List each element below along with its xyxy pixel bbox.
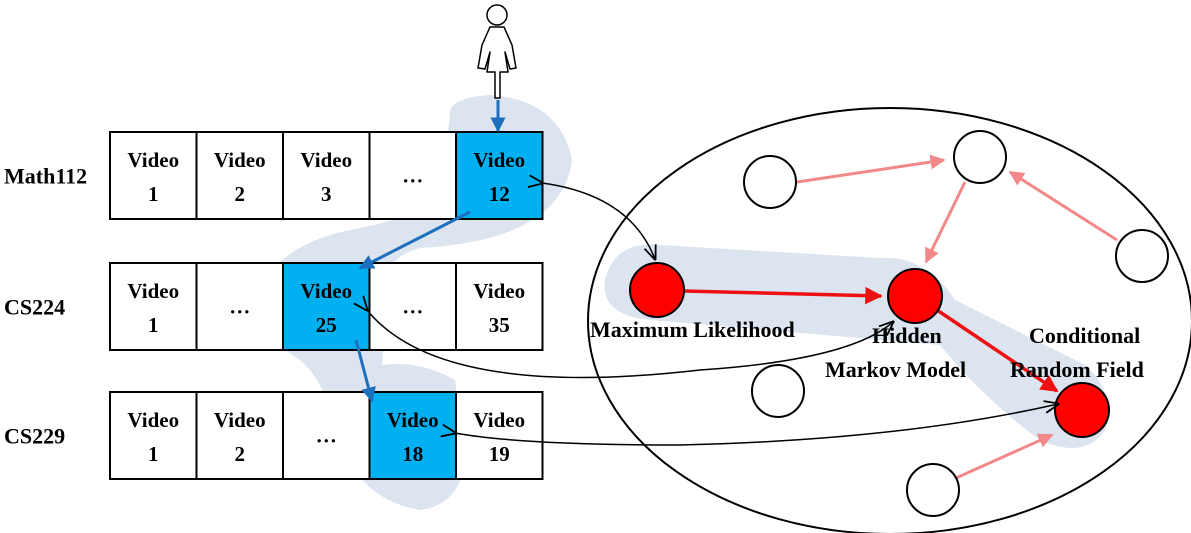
video-cell-number: 1 <box>148 313 159 337</box>
course-label: CS224 <box>4 295 65 320</box>
video-cell-title: Video <box>214 148 266 172</box>
video-cell-title: Video <box>473 408 525 432</box>
video-cell-number: 19 <box>489 442 510 466</box>
concept-edge <box>796 154 946 184</box>
concept-path-shadow <box>604 244 1109 448</box>
video-cell-title: Video <box>214 408 266 432</box>
video-cell-number: 18 <box>402 442 423 466</box>
video-cell-number: 1 <box>148 442 159 466</box>
concept-label-maximum-likelihood: Maximum Likelihood <box>590 317 795 342</box>
video-cell-number: 2 <box>235 182 246 206</box>
ellipsis-label: … <box>229 295 250 319</box>
concept-node-conditional-random-field <box>1054 382 1110 438</box>
video-cell-title: Video <box>300 279 352 303</box>
video-cell <box>368 131 457 220</box>
link-cs224-video25-to-hmm <box>367 310 893 379</box>
concept-label-crf-line2: Random Field <box>1010 357 1144 382</box>
video-cell-number: 1 <box>148 182 159 206</box>
video-cell-title: Video <box>127 279 179 303</box>
video-cell-number: 12 <box>489 182 510 206</box>
link-cs229-video18-to-crf <box>455 404 1058 446</box>
path-arrow-math112-cs224 <box>358 210 471 270</box>
concept-edge <box>955 433 1054 480</box>
course-label: Math112 <box>4 164 87 189</box>
concept-edge-active <box>936 308 1059 393</box>
concept-node <box>953 130 1007 184</box>
course-row-math112: Math112 Video 1 Video 2 Video 3 … Video 12 <box>4 131 544 220</box>
video-cell-number: 2 <box>235 442 246 466</box>
course-label: CS229 <box>4 424 65 449</box>
concept-node <box>743 155 797 209</box>
course-row-cs229: CS229 Video 1 Video 2 … Video 18 Video 19 <box>4 391 544 480</box>
video-cell-number: 3 <box>321 182 332 206</box>
link-math112-video12-to-ml <box>542 183 655 259</box>
concept-node <box>1115 229 1169 283</box>
concept-node-hidden-markov-model <box>887 268 943 324</box>
video-cell-title: Video <box>387 408 439 432</box>
video-cell-number: 35 <box>489 313 510 337</box>
concept-node <box>906 463 960 517</box>
video-cell <box>282 391 371 480</box>
course-playlists: Math112Video1Video2Video3…Video12CS224Vi… <box>4 131 544 480</box>
concept-edge-active <box>683 286 883 305</box>
video-cell <box>195 262 284 351</box>
concept-label-crf-line1: Conditional <box>1029 323 1140 348</box>
video-cell <box>109 262 198 351</box>
ellipsis-label: … <box>402 295 423 319</box>
ellipsis-label: … <box>402 164 423 188</box>
concept-edge <box>1008 170 1118 242</box>
course-row-cs224: CS224 Video 1 … Video 25 … Video 35 <box>4 262 544 351</box>
video-cell-title: Video <box>300 148 352 172</box>
video-cell-title: Video <box>127 408 179 432</box>
video-cell <box>109 131 198 220</box>
path-arrow-cs224-cs229 <box>354 339 376 403</box>
video-cell-title: Video <box>473 148 525 172</box>
video-cell-title: Video <box>127 148 179 172</box>
ellipsis-label: … <box>316 424 337 448</box>
video-cell <box>195 391 284 480</box>
concept-label-hmm-line2: Markov Model <box>825 357 966 382</box>
concept-label-hmm-line1: Hidden <box>872 323 942 348</box>
person-icon <box>477 4 517 99</box>
video-cell <box>282 131 371 220</box>
video-cell-title: Video <box>473 279 525 303</box>
concept-node-maximum-likelihood <box>629 262 685 318</box>
concept-node <box>751 364 805 418</box>
video-cell <box>109 391 198 480</box>
concept-edge <box>924 181 967 264</box>
video-cell-number: 25 <box>316 313 337 337</box>
